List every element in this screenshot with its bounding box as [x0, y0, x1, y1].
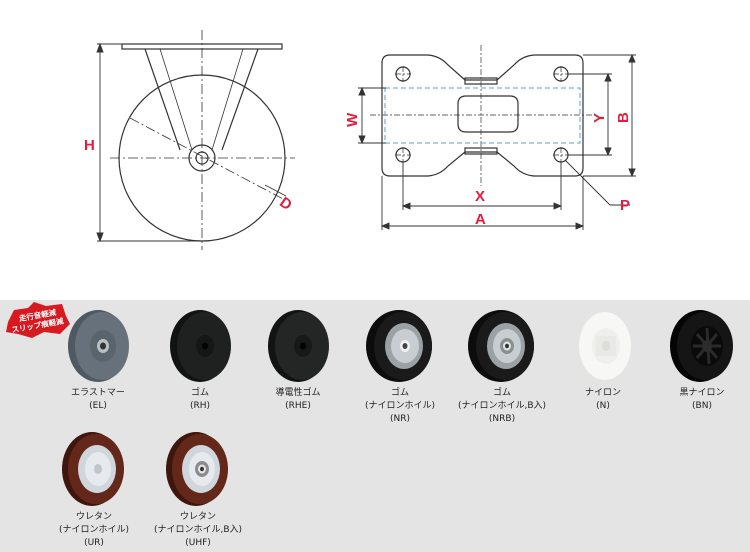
dim-a-label: A	[475, 211, 486, 228]
wheel-el-name: エラストマー	[71, 388, 125, 398]
wheel-uhf-sub: (ナイロンホイル,B入)	[153, 525, 243, 535]
dim-x-label: X	[475, 188, 485, 205]
wheel-nrb-image	[468, 310, 534, 382]
wheel-nr-name: ゴム	[390, 388, 409, 398]
wheel-ur-code: (UR)	[84, 538, 104, 548]
dim-b-label: B	[615, 112, 632, 123]
wheel-bn-name: 黒ナイロン	[679, 388, 725, 398]
wheel-n-name: ナイロン	[584, 388, 621, 398]
dim-h-label: H	[84, 137, 95, 154]
wheel-item-nr: ゴム (ナイロンホイル) (NR)	[350, 306, 450, 425]
wheel-item-rhe: 導電性ゴム (RHE)	[253, 306, 343, 412]
wheel-el-image	[68, 310, 129, 382]
wheel-ur-name: ウレタン	[75, 512, 112, 522]
wheel-bn-image	[670, 310, 733, 382]
caster-technical-drawing: H D W Y B	[84, 30, 636, 250]
wheel-item-el: エラストマー (EL)	[56, 306, 140, 412]
wheel-item-bn: 黒ナイロン (BN)	[660, 306, 744, 412]
wheel-nrb-name: ゴム	[492, 388, 511, 398]
wheel-item-nrb: ゴム (ナイロンホイル,B入) (NRB)	[450, 306, 554, 425]
wheel-rh-code: (RH)	[189, 401, 211, 411]
wheel-item-ur: ウレタン (ナイロンホイル) (UR)	[44, 428, 144, 549]
bracket-legs	[144, 48, 259, 151]
mounting-plate-outline	[381, 54, 584, 177]
dim-w-label: W	[344, 112, 361, 127]
feature-badge: 走行音軽減 スリップ痕軽減	[6, 302, 70, 338]
wheel-el-code: (EL)	[89, 401, 107, 411]
wheel-footprint	[384, 87, 581, 144]
wheel-rhe-code: (RHE)	[285, 401, 311, 411]
wheel-nrb-sub: (ナイロンホイル,B入)	[457, 401, 547, 411]
wheel-ur-image	[62, 432, 124, 506]
wheel-item-rh: ゴム (RH)	[158, 306, 242, 412]
wheel-rh-name: ゴム	[190, 388, 209, 398]
wheel-rh-image	[170, 310, 231, 382]
wheel-item-n: ナイロン (N)	[561, 306, 645, 412]
dim-y-label: Y	[591, 113, 608, 123]
dim-p-label: P	[620, 197, 630, 214]
wheel-nr-image	[366, 310, 432, 382]
wheel-n-image	[573, 310, 631, 382]
wheel-ur-sub: (ナイロンホイル)	[58, 525, 130, 535]
wheel-uhf-code: (UHF)	[185, 538, 211, 548]
wheel-item-uhf: ウレタン (ナイロンホイル,B入) (UHF)	[146, 428, 250, 549]
wheel-uhf-name: ウレタン	[179, 512, 216, 522]
wheel-n-code: (N)	[596, 401, 610, 411]
wheel-bn-code: (BN)	[692, 401, 712, 411]
wheel-rhe-name: 導電性ゴム	[275, 388, 321, 398]
wheel-nrb-code: (NRB)	[488, 414, 516, 424]
wheel-nr-sub: (ナイロンホイル)	[364, 401, 436, 411]
wheel-uhf-image	[166, 432, 228, 506]
wheel-rhe-image	[268, 310, 329, 382]
wheel-nr-code: (NR)	[389, 414, 410, 424]
